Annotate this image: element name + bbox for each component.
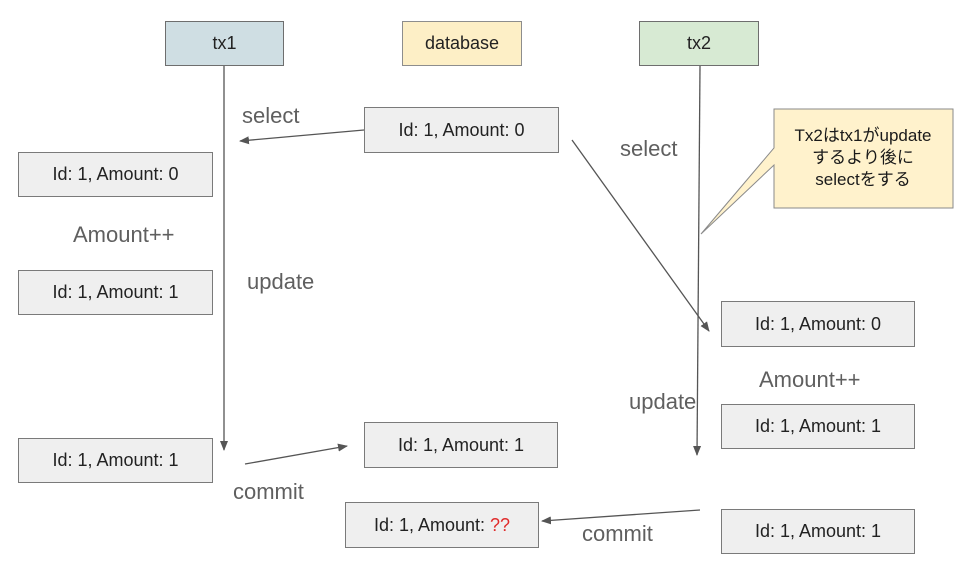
step-label-tx1-increment: Amount++ [73, 222, 175, 247]
tx1-record-commit: Id: 1, Amount: 1 [18, 438, 213, 483]
lane-header-tx1: tx1 [165, 21, 284, 66]
step-label-tx1-commit: commit [233, 479, 304, 504]
step-label-tx2-select: select [620, 136, 678, 161]
tx2-commit-arrow [541, 509, 701, 525]
tx1-record-read: Id: 1, Amount: 0 [18, 152, 213, 197]
tx1-commit-arrow [244, 443, 348, 465]
step-label-tx2-increment: Amount++ [759, 367, 861, 392]
step-label-tx2-update: update [629, 389, 697, 414]
db-record-initial: Id: 1, Amount: 0 [364, 107, 559, 153]
step-label-tx2-commit: commit [582, 521, 653, 546]
step-label-tx1-update: update [247, 269, 315, 294]
tx2-record-incremented: Id: 1, Amount: 1 [721, 404, 915, 449]
step-label-tx1-select: select [242, 103, 300, 128]
tx2-record-commit: Id: 1, Amount: 1 [721, 509, 915, 554]
tx1-select-arrow [239, 129, 365, 145]
db-record-after-tx1-commit: Id: 1, Amount: 1 [364, 422, 558, 468]
tx2-lifeline [693, 65, 702, 456]
lane-header-database: database [402, 21, 522, 66]
tx2-record-read: Id: 1, Amount: 0 [721, 301, 915, 347]
lane-header-tx2: tx2 [639, 21, 759, 66]
db-record-final-prefix: Id: 1, Amount: [373, 514, 491, 535]
db-record-final: Id: 1, Amount: ?? [345, 502, 539, 548]
callout-text: Tx2はtx1がupdate するより後に selectをする [794, 126, 932, 189]
tx1-record-incremented: Id: 1, Amount: 1 [18, 270, 213, 315]
unknown-amount: ?? [490, 514, 511, 535]
callout-shape [700, 108, 954, 235]
tx2-select-arrow [571, 139, 710, 332]
